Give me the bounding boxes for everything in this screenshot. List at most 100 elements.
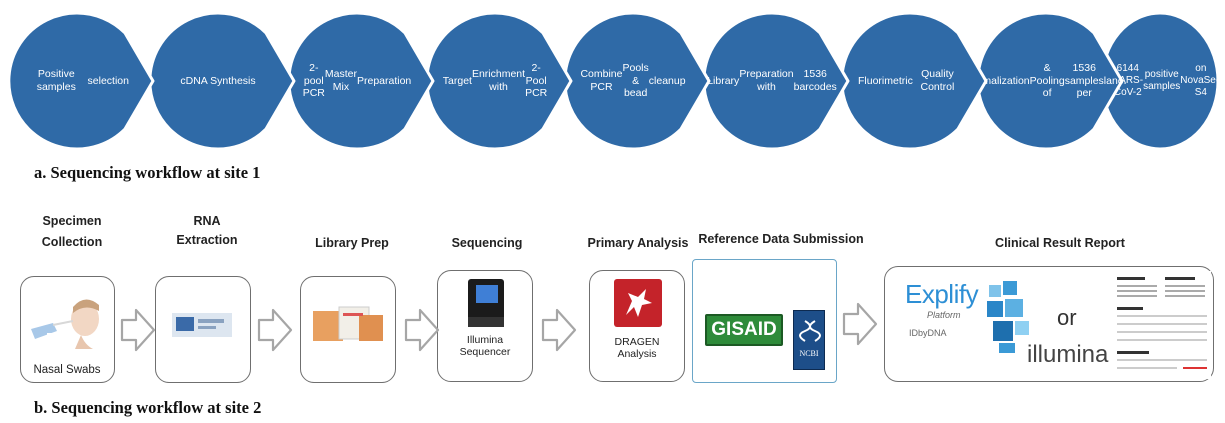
or-label: or bbox=[1057, 305, 1077, 330]
title-reference-data-submission: Reference Data Submission bbox=[698, 232, 864, 246]
dragen-logo-icon bbox=[614, 279, 662, 327]
title-sequencing: Sequencing bbox=[451, 236, 523, 250]
flow-arrow-2 bbox=[257, 308, 293, 357]
workflow-step-text: 1536 samples per bbox=[1064, 61, 1104, 100]
workflow-step-text: Library bbox=[707, 74, 740, 87]
block-arrow-icon bbox=[842, 302, 878, 346]
title-rna-extraction: RNA Extraction bbox=[152, 214, 262, 248]
workflow-step-text: XP workflow bbox=[1221, 69, 1225, 93]
label-illumina-line-2: Sequencer bbox=[459, 346, 511, 359]
label-dragen-line-2: Analysis bbox=[617, 348, 657, 361]
workflow-step-text: Quality Control bbox=[920, 68, 955, 93]
workflow-step-text: Target bbox=[442, 74, 472, 87]
workflow-step-text: cleanup bbox=[648, 74, 686, 87]
workflow-step-text: Pools & bead bbox=[622, 61, 649, 100]
block-arrow-icon bbox=[120, 308, 156, 352]
block-arrow-icon bbox=[404, 308, 440, 352]
workflow-step-shape bbox=[148, 11, 296, 151]
workflow-step-shape bbox=[702, 11, 850, 151]
label-dragen-analysis: DRAGEN Analysis bbox=[590, 336, 684, 360]
workflow-step-text: cDNA Synthesis bbox=[180, 74, 256, 87]
ncbi-helix-icon bbox=[799, 320, 821, 342]
workflow-step-shape bbox=[425, 11, 573, 151]
clinical-report-thumbnail bbox=[1113, 271, 1211, 379]
title-rna-line-1: RNA bbox=[193, 214, 221, 228]
workflow-step-label: Fluorimetric Quality Control bbox=[858, 9, 962, 153]
label-illumina-sequencer: Illumina Sequencer bbox=[438, 334, 532, 358]
title-primary-analysis: Primary Analysis bbox=[587, 236, 689, 250]
title-rna-line-2: Extraction bbox=[176, 233, 238, 247]
flow-arrow-5 bbox=[842, 302, 878, 351]
workflow-step-text: lane. bbox=[1103, 74, 1127, 87]
workflow-step-shape bbox=[840, 11, 988, 151]
title-specimen-line-2: Collection bbox=[41, 235, 103, 249]
workflow-step-text: 2-Pool PCR bbox=[525, 61, 548, 100]
platform-label: Platform bbox=[927, 310, 961, 320]
workflow-step-shape bbox=[976, 11, 1124, 151]
workflow-site-1: Positive samples selection cDNA Synthesis 2… bbox=[0, 0, 1225, 160]
workflow-step-text: & Pooling of bbox=[1029, 61, 1065, 100]
illumina-sequencer-image bbox=[468, 279, 504, 327]
flow-arrow-1 bbox=[120, 308, 156, 357]
workflow-step-text: selection bbox=[87, 74, 129, 87]
title-library-prep: Library Prep bbox=[315, 236, 389, 250]
caption-site-2: b. Sequencing workflow at site 2 bbox=[34, 398, 262, 417]
box-clinical-result-report: Explify Platform IDbyDNA or illumina bbox=[884, 266, 1214, 382]
label-nasal-swabs: Nasal Swabs bbox=[33, 364, 101, 376]
workflow-step-text: 1536 barcodes bbox=[793, 68, 837, 93]
block-arrow-icon bbox=[541, 308, 577, 352]
idbydna-label: IDbyDNA bbox=[909, 328, 947, 338]
explify-cube-graphic bbox=[987, 281, 1029, 353]
workflow-step-shape bbox=[563, 11, 711, 151]
ncbi-label: NCBI bbox=[799, 349, 819, 358]
library-prep-kit-image bbox=[313, 306, 383, 341]
title-specimen-collection: Specimen Collection bbox=[22, 214, 122, 250]
title-clinical-result-report: Clinical Result Report bbox=[995, 236, 1125, 250]
box-specimen-collection: Nasal Swabs bbox=[20, 276, 115, 383]
box-primary-analysis: DRAGEN Analysis bbox=[589, 270, 685, 382]
workflow-step-label: Positive samples selection bbox=[25, 9, 129, 153]
workflow-step-text: Preparation bbox=[356, 74, 412, 87]
box-sequencing: Illumina Sequencer bbox=[437, 270, 533, 382]
explify-logo: Explify Platform IDbyDNA bbox=[905, 279, 979, 338]
gisaid-label: GISAID bbox=[711, 319, 777, 340]
workflow-step-text: Enrichment with bbox=[471, 68, 526, 93]
workflow-step-text: Master Mix bbox=[324, 68, 357, 93]
workflow-step-7: Fluorimetric Quality Control bbox=[840, 9, 989, 153]
nasal-swab-image bbox=[31, 299, 99, 349]
workflow-step-text: Fluorimetric bbox=[858, 74, 913, 87]
ncbi-logo: NCBI bbox=[793, 310, 825, 370]
workflow-step-text: 2-pool PCR bbox=[302, 61, 325, 100]
workflow-step-2: cDNA Synthesis bbox=[148, 9, 297, 153]
workflow-step-text: 6144 SARS-CoV-2 bbox=[1112, 62, 1144, 99]
workflow-step-text: on NovaSeq S4 bbox=[1180, 62, 1222, 99]
workflow-step-1: Positive samples selection bbox=[7, 9, 156, 153]
rna-extraction-kit-image bbox=[172, 313, 232, 337]
flow-arrow-4 bbox=[541, 308, 577, 357]
flow-arrow-3 bbox=[404, 308, 440, 357]
workflow-step-text: Preparation with bbox=[739, 68, 794, 93]
label-illumina-line-1: Illumina bbox=[466, 334, 504, 346]
workflow-step-text: positive samples bbox=[1143, 68, 1181, 92]
workflow-step-label: cDNA Synthesis bbox=[166, 9, 270, 153]
block-arrow-icon bbox=[257, 308, 293, 352]
workflow-step-shape bbox=[7, 11, 155, 151]
title-specimen-line-1: Specimen bbox=[42, 214, 102, 228]
box-library-prep bbox=[300, 276, 396, 383]
explify-label: Explify bbox=[905, 279, 979, 309]
gisaid-logo: GISAID bbox=[705, 314, 783, 346]
caption-site-1: a. Sequencing workflow at site 1 bbox=[34, 163, 261, 182]
label-dragen-line-1: DRAGEN bbox=[614, 336, 660, 348]
workflow-step-text: Positive samples bbox=[36, 68, 76, 93]
workflow-step-shape bbox=[287, 11, 435, 151]
